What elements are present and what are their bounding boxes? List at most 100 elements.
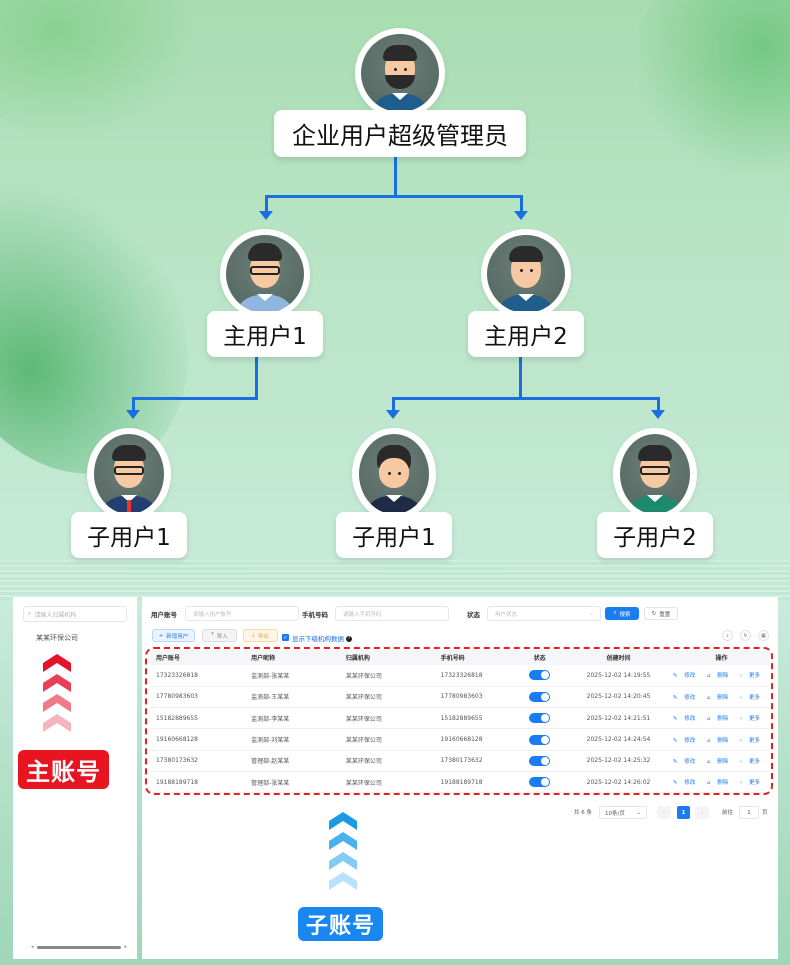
more-action[interactable]: › 更多 [740,673,765,679]
delete-action[interactable]: ⌂ 删除 [707,780,733,786]
edit-action[interactable]: ✎ 修改 [673,673,700,679]
show-sub-org-label: 显示下级机构数据 ? [292,633,353,643]
add-user-button[interactable]: + 新增用户 [152,629,195,642]
delete-action[interactable]: ⌂ 删除 [707,673,733,679]
trash-icon: ⌂ [707,737,711,744]
edit-action[interactable]: ✎ 修改 [673,695,700,701]
cell-org: 某某环保公司 [339,665,435,687]
refresh-icon: ↻ [743,632,748,639]
status-filter-placeholder: 用户状态 [495,611,518,618]
status-toggle[interactable] [529,670,551,681]
delete-label: 删除 [717,694,729,701]
search-icon: ⌕ [613,610,617,616]
edit-action[interactable]: ✎ 修改 [673,759,700,765]
show-sub-org-checkbox[interactable]: ✓ [282,634,289,641]
delete-action[interactable]: ⌂ 删除 [707,716,733,722]
horizontal-scrollbar[interactable]: ◂ ▸ [31,944,127,950]
scrollbar-thumb[interactable] [36,945,122,949]
edit-icon: ✎ [672,716,678,723]
status-toggle[interactable] [529,691,551,702]
status-toggle[interactable] [529,713,551,724]
export-label: 导出 [257,633,269,640]
columns-button[interactable]: ▦ [758,630,769,641]
more-action[interactable]: › 更多 [740,738,765,744]
export-button[interactable]: ⤓ 导出 [243,629,278,642]
status-toggle[interactable] [529,777,551,788]
org-tree-item[interactable]: 某某环保公司 [36,634,78,642]
delete-action[interactable]: ⌂ 删除 [707,759,733,765]
page-button-current[interactable]: 1 [677,806,690,819]
org-node-sub-user: 子用户1 [70,428,188,558]
cell-nickname: 监测部-王某某 [245,686,340,709]
search-toggle-button[interactable]: ⌕ [722,630,733,641]
cell-nickname: 监测部-张某某 [245,665,340,687]
connector-line [394,152,397,196]
org-node-main-user-1: 主用户1 [207,229,323,357]
arrow-down-icon [386,410,400,419]
more-action[interactable]: › 更多 [740,695,765,701]
arrow-down-icon [126,410,140,419]
trash-icon: ⌂ [707,758,711,765]
status-toggle[interactable] [529,734,551,745]
goto-page-value: 1 [747,809,751,816]
org-search-input[interactable]: ⌕ 请输入归属机构 [23,606,127,622]
page-unit-label: 页 [762,810,768,816]
goto-page-input[interactable]: 1 [739,806,759,819]
scroll-left-icon[interactable]: ◂ [31,944,34,950]
phone-filter-input[interactable]: 请输入手机号码 [335,606,449,621]
delete-action[interactable]: ⌂ 删除 [707,695,733,701]
user-table: 用户账号 用户昵称 归属机构 手机号码 状态 创建时间 操作 173233268… [150,650,770,794]
help-icon[interactable]: ? [346,636,353,642]
org-node-root: 企业用户超级管理员 [273,28,527,157]
reset-button[interactable]: ↻ 重置 [644,607,678,620]
edit-action[interactable]: ✎ 修改 [673,780,700,786]
cell-status [515,707,565,730]
export-icon: ⤓ [252,632,255,638]
chevron-up-icon [329,872,357,890]
cell-account: 17780983603 [150,686,246,709]
cell-nickname: 监测部-李某某 [245,707,340,730]
org-node-label: 子用户1 [71,512,187,558]
prev-page-button[interactable]: ‹ [657,806,671,819]
background-leaf-decoration [0,0,200,140]
more-action[interactable]: › 更多 [740,780,765,786]
cell-phone: 17380173632 [434,750,516,772]
account-filter-input[interactable]: 请输入用户账号 [185,606,299,621]
more-action[interactable]: › 更多 [740,716,765,722]
connector-line [265,195,523,198]
cell-phone: 17780983603 [434,686,516,709]
main-account-tag: 主账号 [18,750,109,789]
status-toggle[interactable] [529,755,551,766]
delete-label: 删除 [717,758,729,765]
refresh-button[interactable]: ↻ [740,630,751,641]
scroll-right-icon[interactable]: ▸ [124,944,127,950]
arrow-down-icon [259,211,273,220]
edit-label: 修改 [684,737,696,744]
table-header-row: 用户账号 用户昵称 归属机构 手机号码 状态 创建时间 操作 [150,650,770,665]
show-sub-org-text: 显示下级机构数据 [292,635,344,643]
chevron-right-icon: › [740,780,743,787]
connector-line [392,397,660,400]
edit-label: 修改 [684,780,696,787]
status-filter-select[interactable]: 用户状态 ⌄ [487,606,601,621]
column-header: 归属机构 [339,650,435,665]
org-search-placeholder: 请输入归属机构 [34,611,77,619]
next-page-button[interactable]: › [695,806,709,819]
user-avatar-icon [487,235,565,313]
chevron-up-icon [329,852,357,870]
edit-icon: ✎ [672,737,678,744]
page-size-select[interactable]: 10条/页 ⌄ [599,806,647,819]
user-avatar-icon [620,434,690,514]
delete-action[interactable]: ⌂ 删除 [707,738,733,744]
avatar [355,28,445,118]
total-count: 共 6 条 [574,810,592,816]
edit-action[interactable]: ✎ 修改 [673,738,700,744]
import-button[interactable]: ⤒ 导入 [202,629,237,642]
avatar [481,229,571,319]
edit-action[interactable]: ✎ 修改 [673,716,700,722]
more-action[interactable]: › 更多 [740,759,765,765]
chevron-right-icon: › [740,758,743,765]
org-node-sub-user: 子用户2 [596,428,714,558]
search-button[interactable]: ⌕ 搜索 [605,607,639,620]
cell-status [515,750,565,772]
